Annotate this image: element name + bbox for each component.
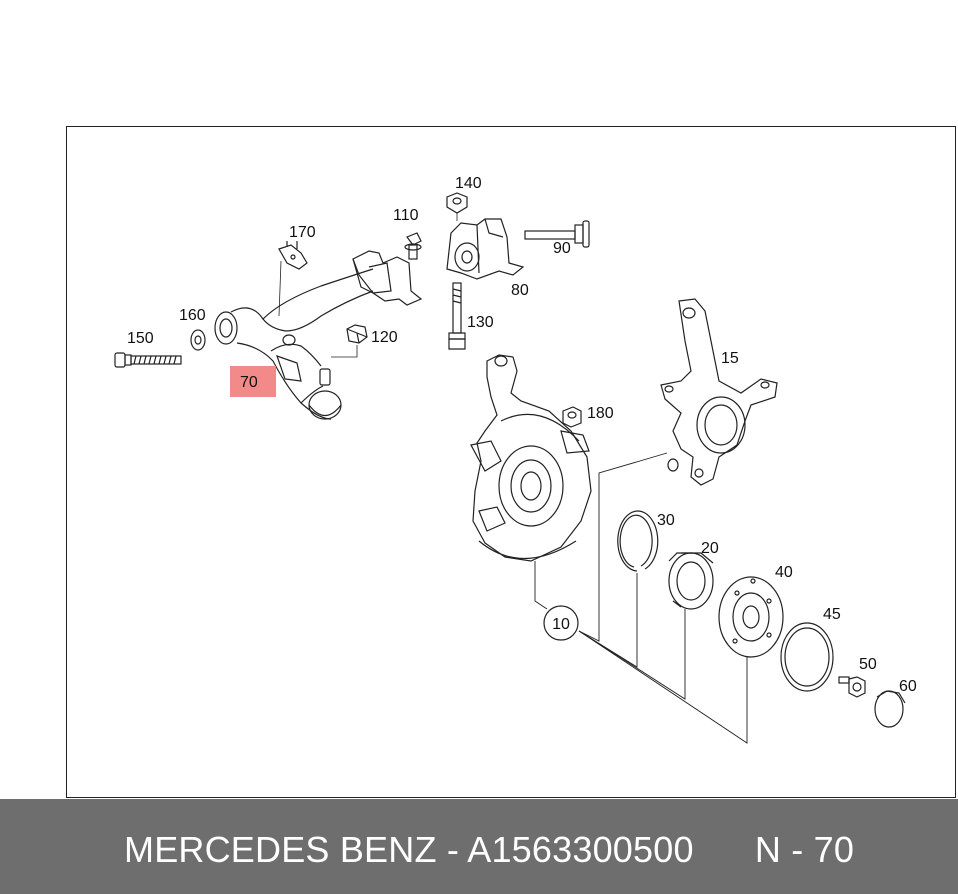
label-110: 110 bbox=[393, 207, 419, 224]
washer-160-part bbox=[190, 329, 206, 351]
callout-circle-10 bbox=[543, 605, 579, 641]
label-160: 160 bbox=[179, 307, 206, 324]
bolt-130-part bbox=[448, 282, 466, 350]
label-130: 130 bbox=[467, 314, 494, 331]
label-60: 60 bbox=[899, 678, 917, 695]
label-30: 30 bbox=[657, 512, 675, 529]
leader-lines bbox=[534, 452, 748, 744]
nut-120-part bbox=[331, 324, 368, 358]
highlight-box-70 bbox=[230, 366, 276, 397]
bolt-90-part bbox=[524, 220, 590, 248]
control-arm-70-part bbox=[214, 268, 374, 420]
bolt-150-part bbox=[114, 352, 182, 368]
steering-knuckle-15-part bbox=[660, 298, 778, 486]
exploded-view-drawing: 10 15 20 30 40 45 50 60 70 80 90 110 120… bbox=[114, 175, 917, 744]
bracket-170-part bbox=[278, 241, 308, 317]
label-15: 15 bbox=[721, 350, 739, 367]
label-10: 10 bbox=[552, 616, 570, 633]
label-20: 20 bbox=[701, 540, 719, 557]
nut-180-part bbox=[562, 406, 582, 428]
parts-diagram: 10 15 20 30 40 45 50 60 70 80 90 110 120… bbox=[66, 126, 956, 798]
wheel-bearing-20-part bbox=[668, 552, 714, 610]
label-170: 170 bbox=[289, 224, 316, 241]
nut-140-part bbox=[446, 192, 468, 221]
label-70: 70 bbox=[240, 374, 258, 391]
label-150: 150 bbox=[127, 330, 154, 347]
label-120: 120 bbox=[371, 329, 398, 346]
label-40: 40 bbox=[775, 564, 793, 581]
footer-bar: MERCEDES BENZ - A1563300500 N - 70 bbox=[0, 799, 958, 894]
bolt-110-part bbox=[404, 232, 422, 260]
wheel-hub-40-part bbox=[718, 576, 784, 658]
seal-ring-45-part bbox=[780, 622, 834, 692]
bushing-80-part bbox=[446, 218, 525, 280]
label-45: 45 bbox=[823, 606, 841, 623]
label-90: 90 bbox=[553, 240, 571, 257]
label-180: 180 bbox=[587, 405, 614, 422]
dust-cap-60-part bbox=[874, 690, 906, 728]
rear-bushing-part bbox=[352, 250, 423, 306]
label-50: 50 bbox=[859, 656, 877, 673]
circlip-30-part bbox=[617, 510, 659, 572]
part-number-caption: MERCEDES BENZ - A1563300500 N - 70 bbox=[124, 829, 855, 870]
wheel-hub-carrier-10-part bbox=[470, 354, 592, 562]
bolt-50-part bbox=[838, 676, 866, 698]
label-140: 140 bbox=[455, 175, 482, 192]
label-80: 80 bbox=[511, 282, 529, 299]
